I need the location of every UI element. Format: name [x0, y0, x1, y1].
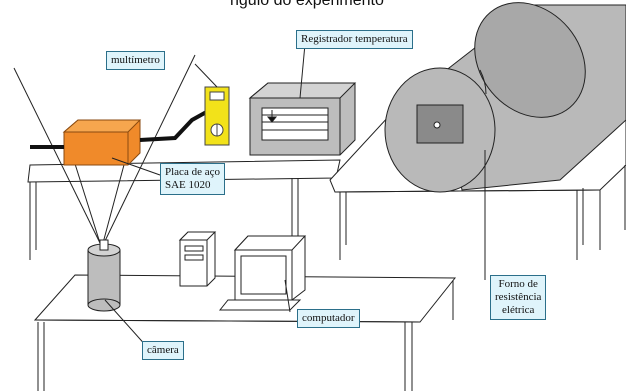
- label-temperature-recorder: Registrador temperatura: [296, 30, 413, 49]
- label-camera: câmera: [142, 341, 184, 360]
- cables: [30, 108, 211, 149]
- temperature-recorder: [248, 82, 357, 156]
- label-furnace-line1: Forno de: [498, 278, 538, 290]
- furnace: [384, 2, 626, 280]
- computer-monitor: [218, 235, 307, 311]
- label-multimeter: multímetro: [106, 51, 165, 70]
- steel-plate: [62, 119, 142, 166]
- label-furnace-line3: elétrica: [502, 304, 535, 316]
- computer-tower: [178, 231, 217, 287]
- label-furnace: Forno de resistência elétrica: [490, 275, 547, 320]
- camera-view-lines: [13, 54, 196, 244]
- multimeter: [204, 86, 230, 146]
- camera: [87, 239, 121, 312]
- label-steel-plate-line1: Placa de aço: [165, 166, 220, 178]
- label-furnace-line2: resistência: [495, 291, 542, 303]
- label-steel-plate: Placa de aço SAE 1020: [160, 163, 225, 195]
- diagram-title-partial: ngulo do experimento: [230, 0, 384, 9]
- label-computer: computador: [297, 309, 360, 328]
- label-steel-plate-line2: SAE 1020: [165, 179, 211, 191]
